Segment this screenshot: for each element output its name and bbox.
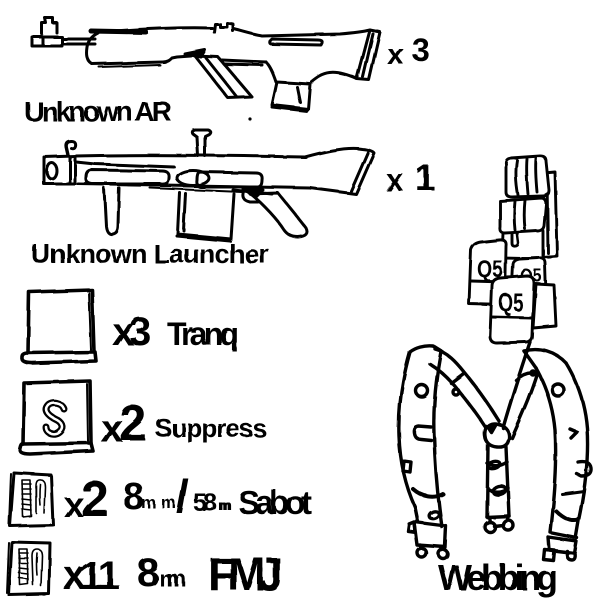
svg-text:2: 2 [81,471,109,527]
svg-text:x: x [64,484,84,525]
svg-text:Unknown Launcher: Unknown Launcher [31,239,269,269]
svg-text:x: x [112,310,134,354]
svg-text:Q5: Q5 [498,287,523,317]
svg-text:/: / [176,470,189,522]
svg-text:5.8: 5.8 [193,489,217,517]
svg-text:8: 8 [123,476,144,518]
svg-text:Sabot: Sabot [238,484,312,521]
svg-text:x: x [63,551,87,598]
svg-text:x: x [387,38,404,71]
svg-text:3: 3 [412,32,430,68]
svg-text:3: 3 [129,310,151,354]
svg-text:8: 8 [137,551,159,595]
svg-text:2: 2 [119,395,147,451]
svg-text:mm: mm [159,566,186,591]
svg-text:mm: mm [218,497,232,513]
svg-text:Unknown AR: Unknown AR [24,96,172,127]
svg-text:FMJ: FMJ [208,548,283,600]
svg-text:Tranq: Tranq [167,316,239,352]
svg-text:Suppress: Suppress [155,413,267,443]
svg-text:11: 11 [80,554,120,598]
svg-text:x: x [386,162,404,198]
svg-text:x: x [101,407,123,451]
svg-text:1: 1 [415,157,435,198]
svg-text:Webbing: Webbing [438,557,558,598]
svg-text:mm: mm [141,493,176,512]
